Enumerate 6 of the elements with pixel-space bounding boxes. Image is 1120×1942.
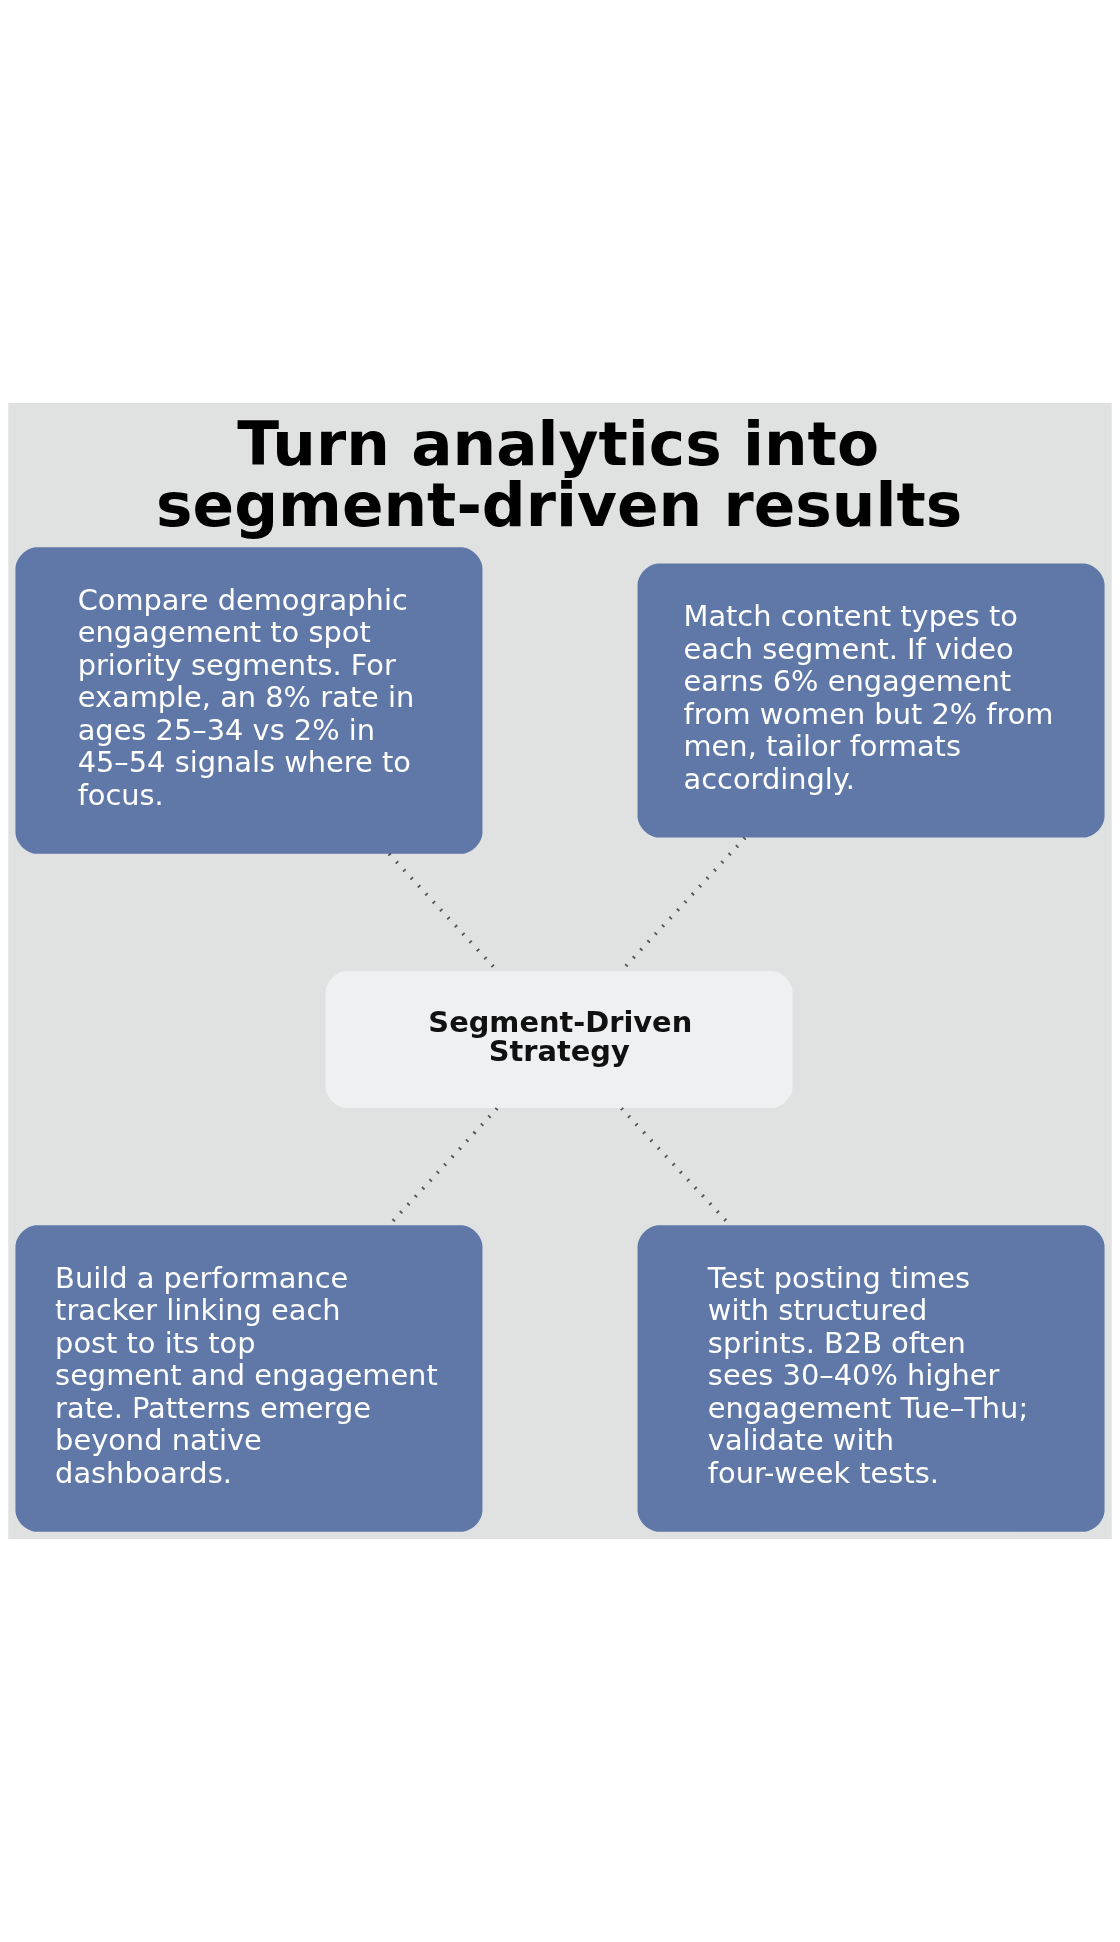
- node-box: Test posting times with structured sprints. B2B often sees 30–40% higher engagement Tue–Thu; validate with four-week tests.: [637, 1225, 1105, 1532]
- node-box: Match content types to each segment. If video earns 6% engagement from women but 2% from men, tailor formats accordingly.: [637, 563, 1105, 838]
- node-box: Compare demographic engagement to spot priority segments. For example, an 8% rate in ages 25–34 vs 2% in 45–54 signals where to focus.: [15, 547, 483, 854]
- node-box: Build a performance tracker linking each post to its top segment and engagement rate. Patterns emerge beyond native dashboards.: [15, 1225, 483, 1532]
- node-box: Segment-Driven Strategy: [325, 971, 793, 1109]
- diagram-title: Turn analytics into segment-driven results: [156, 407, 963, 540]
